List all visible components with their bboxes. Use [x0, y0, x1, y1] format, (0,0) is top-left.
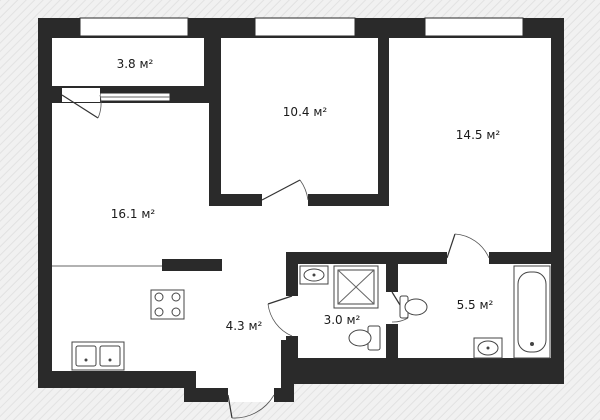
shower-icon	[333, 265, 379, 309]
washbasin-icon	[473, 337, 503, 359]
washbasin-icon	[299, 265, 329, 285]
room-label-wc: 3.0 м²	[324, 313, 361, 327]
window-balcony	[79, 17, 189, 37]
door-wc[interactable]	[267, 295, 298, 337]
toilet-icon	[399, 295, 428, 319]
room-living	[389, 38, 551, 252]
room-corridor	[196, 206, 389, 388]
room-label-kitchen: 16.1 м²	[111, 207, 156, 221]
window-bedroom	[254, 17, 356, 37]
kitchen-partition	[162, 259, 222, 271]
door-balcony[interactable]	[61, 88, 102, 119]
kitchen-sink-icon	[71, 341, 125, 371]
room-label-bedroom: 10.4 м²	[283, 105, 328, 119]
window-living	[424, 17, 524, 37]
door-bedroom[interactable]	[261, 179, 309, 206]
toilet-icon	[348, 325, 381, 351]
door-living[interactable]	[446, 233, 490, 264]
door-entrance[interactable]	[227, 388, 275, 419]
room-balcony	[52, 38, 204, 86]
room-label-living: 14.5 м²	[456, 128, 501, 142]
stove-icon	[150, 289, 185, 320]
bathtub-icon	[513, 265, 551, 359]
room-bedroom	[221, 38, 378, 194]
room-label-bath: 5.5 м²	[457, 298, 494, 312]
room-label-hall: 4.3 м²	[226, 319, 263, 333]
room-kitchen	[52, 103, 209, 371]
room-label-balcony: 3.8 м²	[117, 57, 154, 71]
